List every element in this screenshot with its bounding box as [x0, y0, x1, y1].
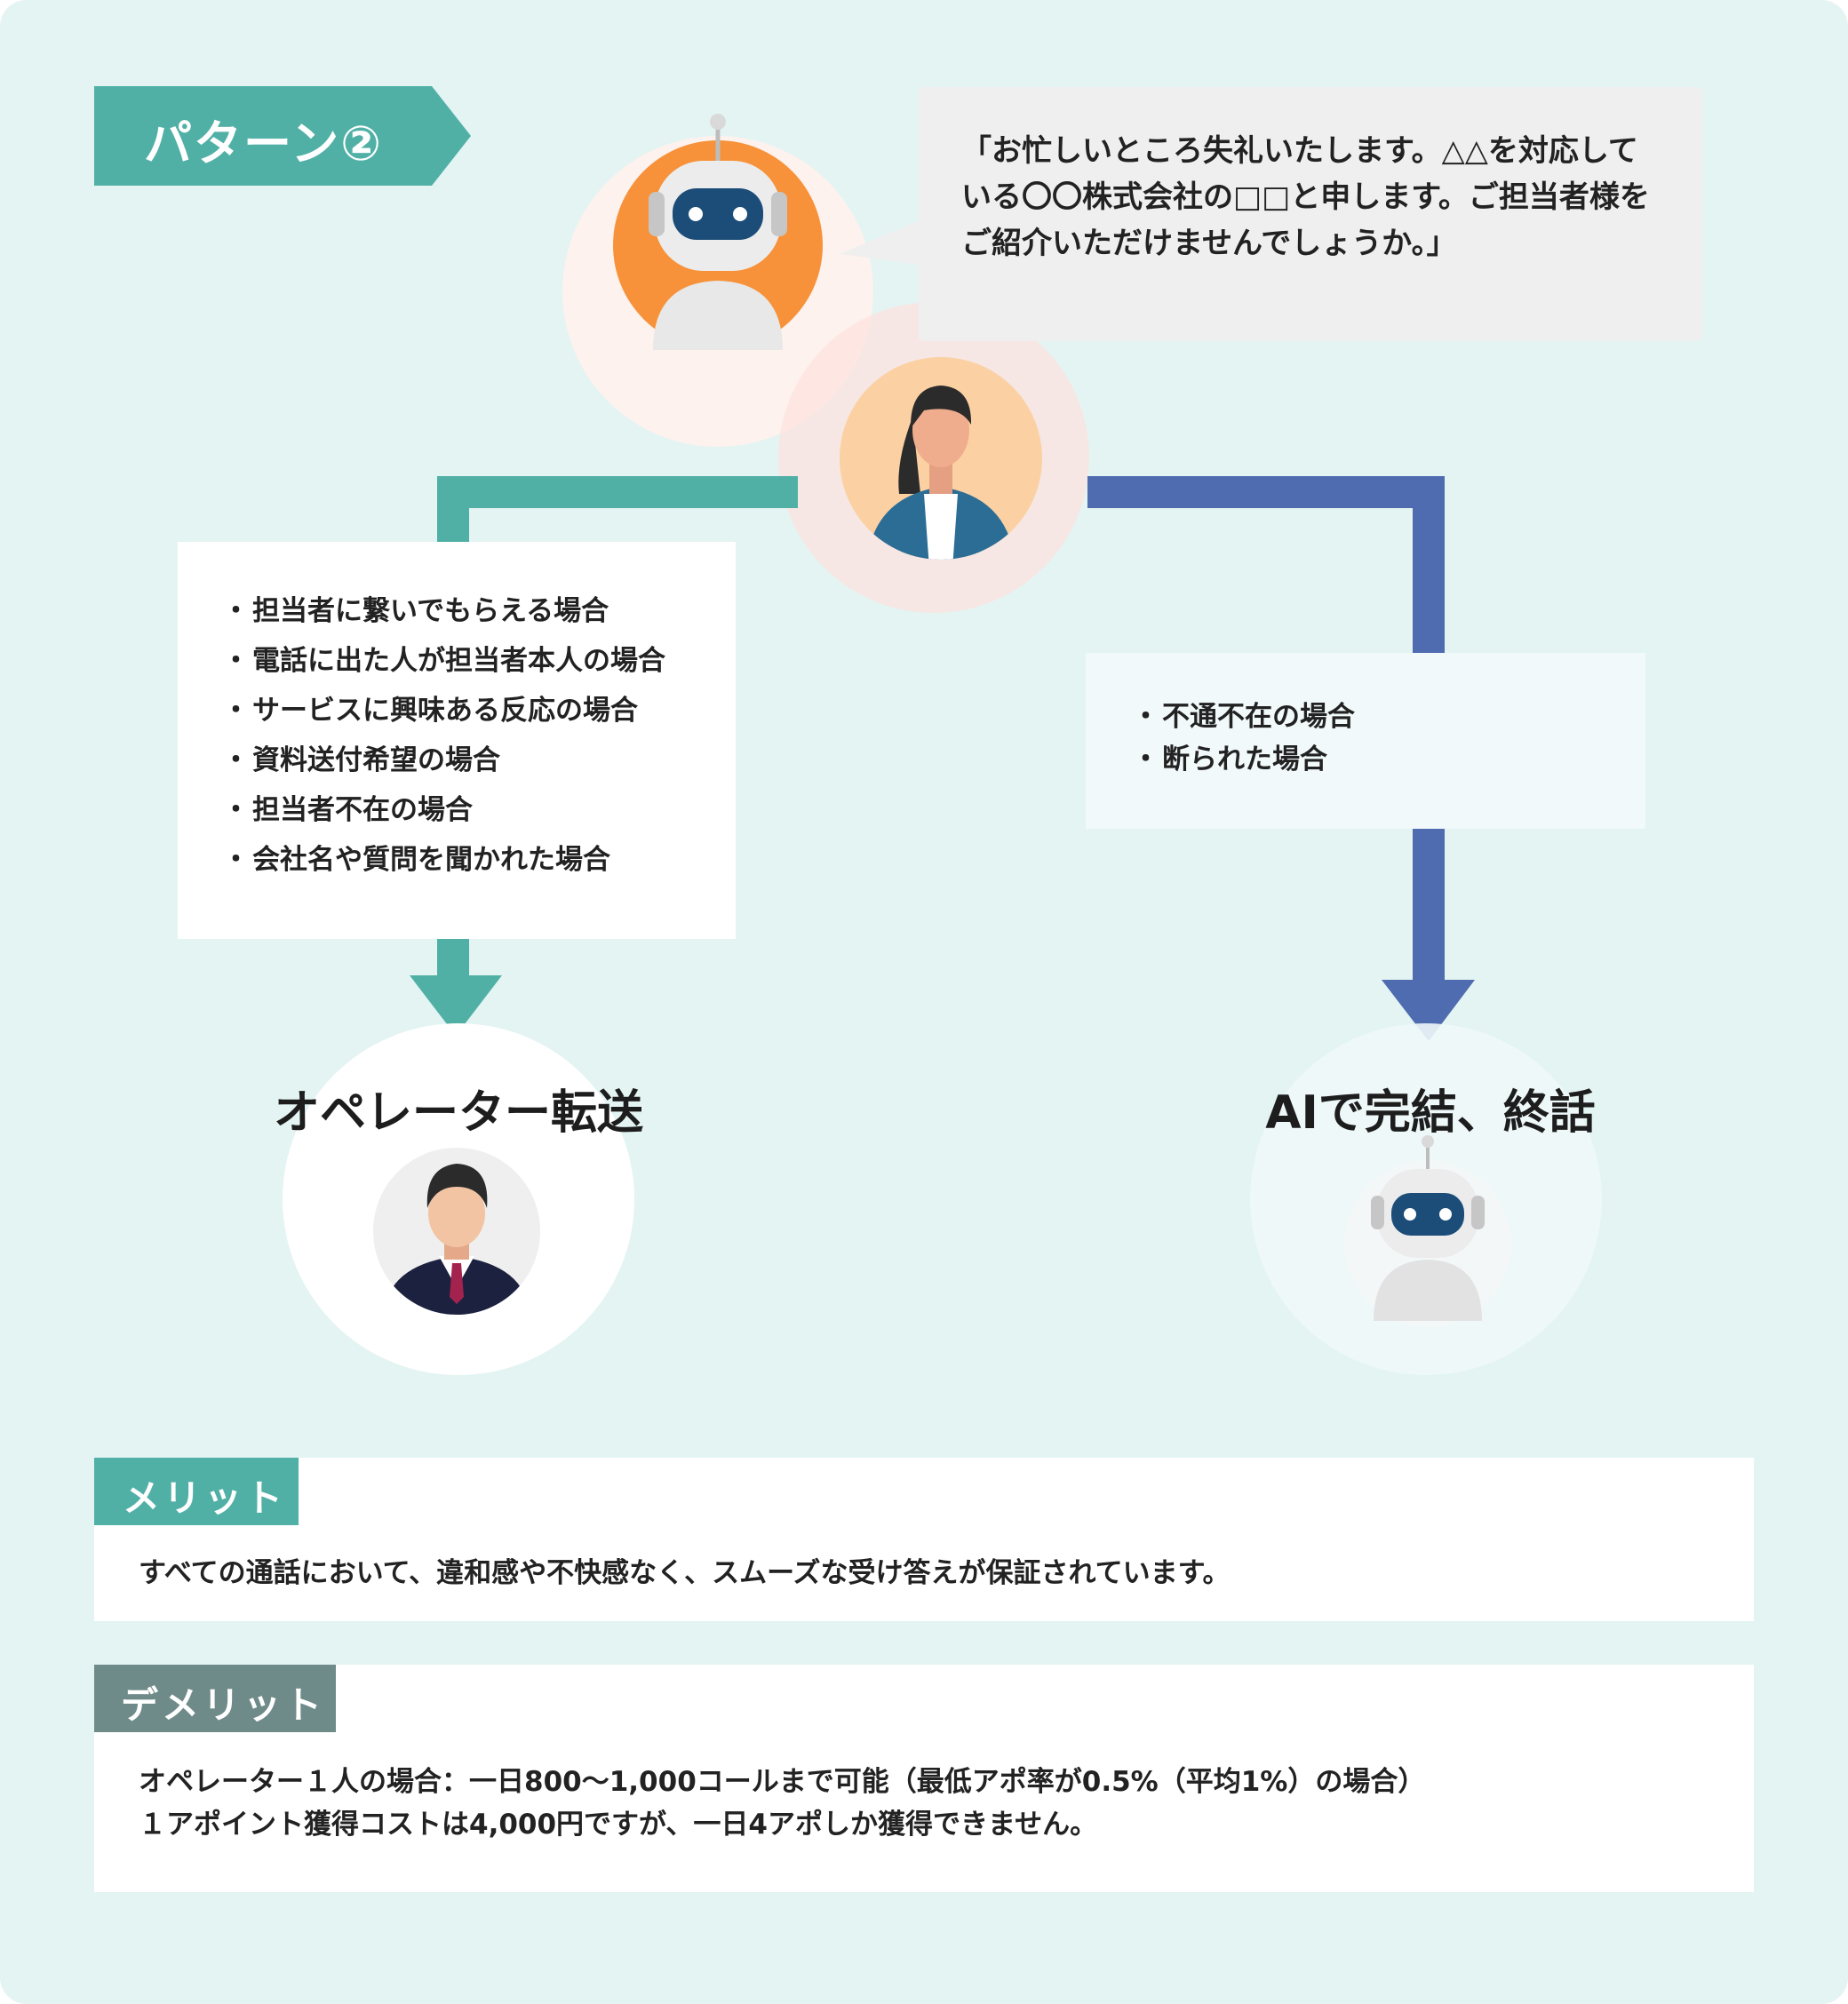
- list-item: 不通不在の場合: [1132, 696, 1355, 738]
- merit-tag: メリット: [94, 1458, 299, 1525]
- tag-shape: [94, 86, 471, 186]
- right-conditions-box: 不通不在の場合 断られた場合: [1086, 653, 1645, 829]
- merit-box: メリット すべての通話において、違和感や不快感なく、スムーズな受け答えが保証され…: [94, 1458, 1754, 1621]
- businessman-icon: [373, 1148, 540, 1315]
- right-arrow-head: [1382, 980, 1475, 1041]
- list-item: 電話に出た人が担当者本人の場合: [222, 636, 665, 686]
- list-item: 断られた場合: [1132, 738, 1355, 781]
- left-arrow-head: [410, 975, 502, 1036]
- list-item: 担当者に繋いでもらえる場合: [222, 586, 665, 636]
- demerit-tag-label: デメリット: [121, 1683, 326, 1727]
- right-connector: [1087, 476, 1445, 986]
- demerit-tag: デメリット: [94, 1665, 336, 1732]
- pattern-tag-label: パターン②: [144, 115, 384, 171]
- speech-tail: [840, 220, 920, 265]
- demerit-box: デメリット オペレーター１人の場合：一日800〜1,000コールまで可能（最低ア…: [94, 1665, 1754, 1892]
- speech-text: 「お忙しいところ失礼いたします。△△を対応している〇〇株式会社の□□と申します。…: [961, 133, 1650, 261]
- demerit-line-1: オペレーター１人の場合：一日800〜1,000コールまで可能（最低アポ率が0.5…: [139, 1766, 1426, 1798]
- right-conditions-list: 不通不在の場合 断られた場合: [1132, 696, 1355, 781]
- ai-end-call-label: AIで完結、終話: [1265, 1086, 1596, 1140]
- robot-icon: [613, 114, 823, 350]
- left-conditions-box: 担当者に繋いでもらえる場合 電話に出た人が担当者本人の場合 サービスに興味ある反…: [178, 542, 736, 939]
- list-item: 会社名や質問を聞かれた場合: [222, 835, 665, 885]
- demerit-line-2: １アポイント獲得コストは4,000円ですが、一日4アポしか獲得できません。: [139, 1809, 1098, 1841]
- speech-bubble: 「お忙しいところ失礼いたします。△△を対応している〇〇株式会社の□□と申します。…: [919, 87, 1702, 341]
- robot-icon: [1344, 1135, 1511, 1327]
- merit-tag-label: メリット: [123, 1476, 287, 1520]
- list-item: 資料送付希望の場合: [222, 736, 665, 785]
- pattern-tag: パターン②: [94, 86, 471, 186]
- businesswoman-icon: [840, 357, 1042, 560]
- list-item: 担当者不在の場合: [222, 785, 665, 835]
- list-item: サービスに興味ある反応の場合: [222, 686, 665, 736]
- operator-transfer-label: オペレーター転送: [273, 1086, 643, 1140]
- merit-text: すべての通話において、違和感や不快感なく、スムーズな受け答えが保証されています。: [139, 1557, 1231, 1589]
- left-conditions-list: 担当者に繋いでもらえる場合 電話に出た人が担当者本人の場合 サービスに興味ある反…: [222, 586, 665, 885]
